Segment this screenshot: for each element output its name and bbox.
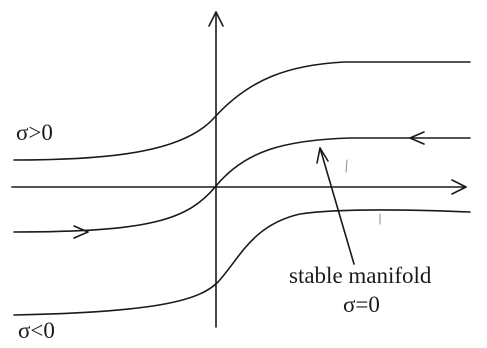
vertical-axis-arrowhead (208, 11, 224, 27)
arrow-left-on-manifold (409, 131, 425, 145)
faint-tick-mark (345, 159, 348, 173)
label-stable-manifold: stable manifold (289, 263, 432, 288)
pointer-arrowhead (316, 147, 329, 164)
trajectory-stable-manifold (13, 137, 471, 233)
pointer-line (319, 147, 355, 265)
arrow-right-on-manifold (73, 225, 89, 239)
label-sigma-positive: σ>0 (16, 120, 53, 145)
label-sigma-negative: σ<0 (18, 318, 55, 343)
label-sigma-zero: σ=0 (343, 292, 380, 317)
trajectory-upper (13, 61, 471, 161)
trajectory-lower (13, 209, 471, 316)
horizontal-axis-arrowhead (451, 179, 467, 195)
